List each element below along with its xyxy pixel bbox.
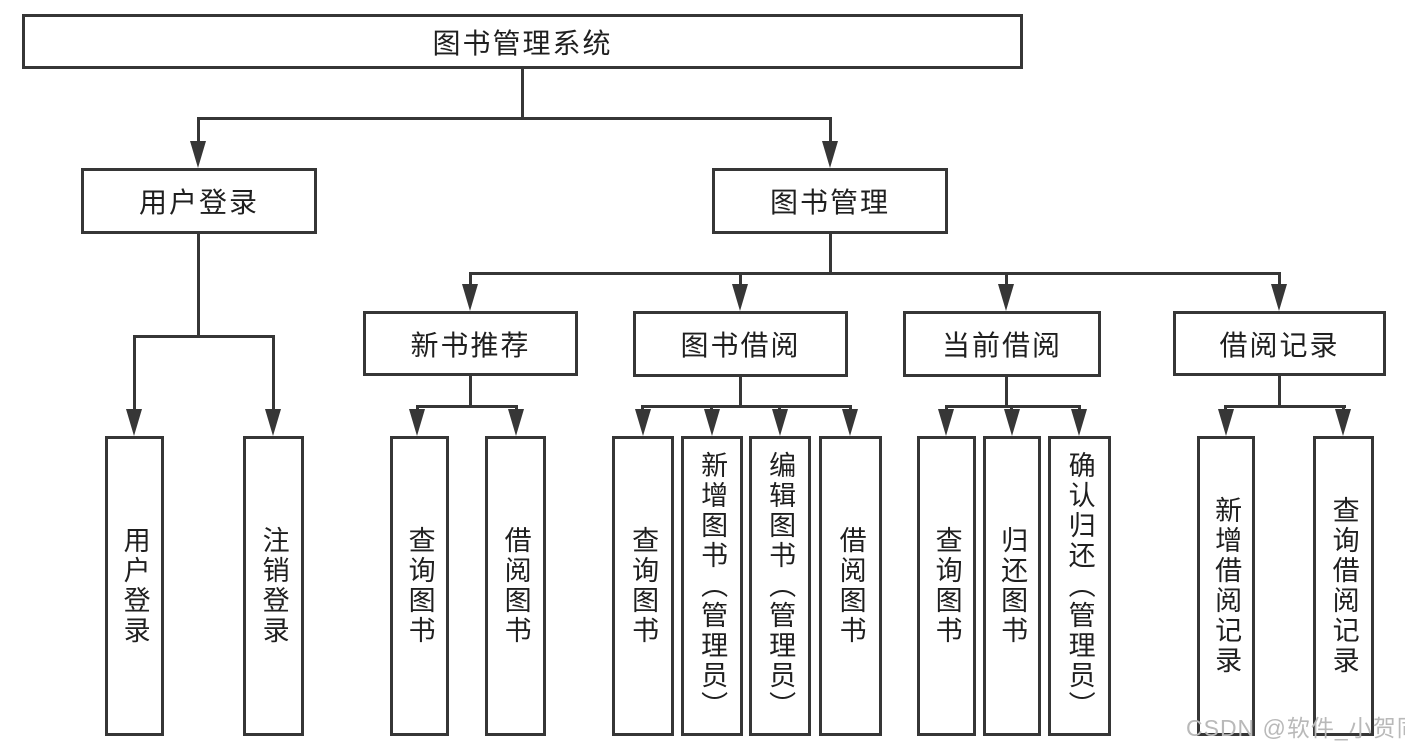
connector-line [1005,272,1008,288]
leaf-return-book-label: 归还图书 [997,526,1028,646]
node-user-login-label: 用户登录 [138,187,259,218]
connector-line [641,405,852,408]
leaf-edit-book: 编辑图书（管理员） [749,436,811,736]
leaf-query-book-3: 查询图书 [917,436,976,736]
leaf-borrow-book-2-label: 借阅图书 [835,526,866,646]
connector-line [1342,405,1345,412]
arrow-down-icon [732,284,748,311]
leaf-query-book-1: 查询图书 [390,436,449,736]
arrow-down-icon [822,141,838,168]
leaf-add-book: 新增图书（管理员） [681,436,743,736]
connector-line [1078,405,1081,412]
connector-line [778,405,781,412]
node-root: 图书管理系统 [22,14,1023,69]
arrow-down-icon [1004,409,1020,436]
leaf-query-book-2-label: 查询图书 [628,526,659,646]
connector-line [469,375,472,407]
connector-line [1278,272,1281,288]
leaf-borrow-book-2: 借阅图书 [819,436,882,736]
connector-line [641,405,644,412]
node-root-label: 图书管理系统 [432,27,613,59]
leaf-query-book-2: 查询图书 [612,436,674,736]
connector-line [197,233,200,337]
leaf-user-login: 用户登录 [105,436,164,736]
node-book-management-label: 图书管理 [769,187,890,218]
arrow-down-icon [635,409,651,436]
connector-line [1010,405,1013,412]
node-book-management: 图书管理 [712,168,948,234]
connector-line [416,405,518,408]
leaf-user-login-label: 用户登录 [119,526,150,646]
node-current-borrow: 当前借阅 [903,311,1101,377]
leaf-confirm-return: 确认归还（管理员） [1048,436,1111,736]
node-new-book-recommend: 新书推荐 [363,311,578,376]
connector-line [739,376,742,407]
leaf-add-book-label: 新增图书（管理员） [697,451,728,721]
connector-line [416,405,419,412]
leaf-add-borrow-record-label: 新增借阅记录 [1211,496,1242,676]
connector-line [515,405,518,412]
connector-line [133,335,275,338]
leaf-query-borrow-record: 查询借阅记录 [1313,436,1374,736]
leaf-logout-label: 注销登录 [258,526,289,646]
connector-line [133,335,136,413]
node-book-borrow: 图书借阅 [633,311,848,377]
connector-line [197,117,200,147]
connector-line [1224,405,1227,412]
arrow-down-icon [1071,409,1087,436]
connector-line [469,272,472,288]
node-new-book-recommend-label: 新书推荐 [410,329,531,361]
leaf-logout: 注销登录 [243,436,304,736]
connector-line [1278,375,1281,407]
arrow-down-icon [1271,284,1287,311]
arrow-down-icon [462,284,478,311]
connector-line [469,272,1281,275]
arrow-down-icon [265,409,281,436]
leaf-borrow-book-1-label: 借阅图书 [500,526,531,646]
arrow-down-icon [409,409,425,436]
connector-line [945,405,1081,408]
arrow-down-icon [998,284,1014,311]
arrow-down-icon [938,409,954,436]
arrow-down-icon [842,409,858,436]
connector-line [829,117,832,147]
leaf-edit-book-label: 编辑图书（管理员） [765,451,796,721]
arrow-down-icon [508,409,524,436]
arrow-down-icon [126,409,142,436]
connector-line [197,117,832,120]
node-borrow-records: 借阅记录 [1173,311,1386,376]
connector-line [1224,405,1346,408]
connector-line [710,405,713,412]
leaf-borrow-book-1: 借阅图书 [485,436,546,736]
arrow-down-icon [772,409,788,436]
connector-line [739,272,742,288]
connector-line [945,405,948,412]
node-borrow-records-label: 借阅记录 [1219,329,1340,361]
arrow-down-icon [1335,409,1351,436]
connector-line [272,335,275,413]
leaf-return-book: 归还图书 [983,436,1041,736]
leaf-query-book-3-label: 查询图书 [931,526,962,646]
connector-line [829,233,832,274]
node-book-borrow-label: 图书借阅 [680,330,801,361]
watermark: CSDN @软件_小贺同学 [1186,715,1405,741]
connector-line [849,405,852,412]
leaf-add-borrow-record: 新增借阅记录 [1197,436,1255,736]
connector-line [521,69,524,120]
leaf-query-book-1-label: 查询图书 [404,526,435,646]
arrow-down-icon [704,409,720,436]
node-user-login: 用户登录 [81,168,317,234]
arrow-down-icon [190,141,206,168]
connector-line [1005,377,1008,407]
leaf-query-borrow-record-label: 查询借阅记录 [1328,496,1359,676]
leaf-confirm-return-label: 确认归还（管理员） [1064,451,1095,721]
arrow-down-icon [1218,409,1234,436]
node-current-borrow-label: 当前借阅 [941,330,1062,361]
